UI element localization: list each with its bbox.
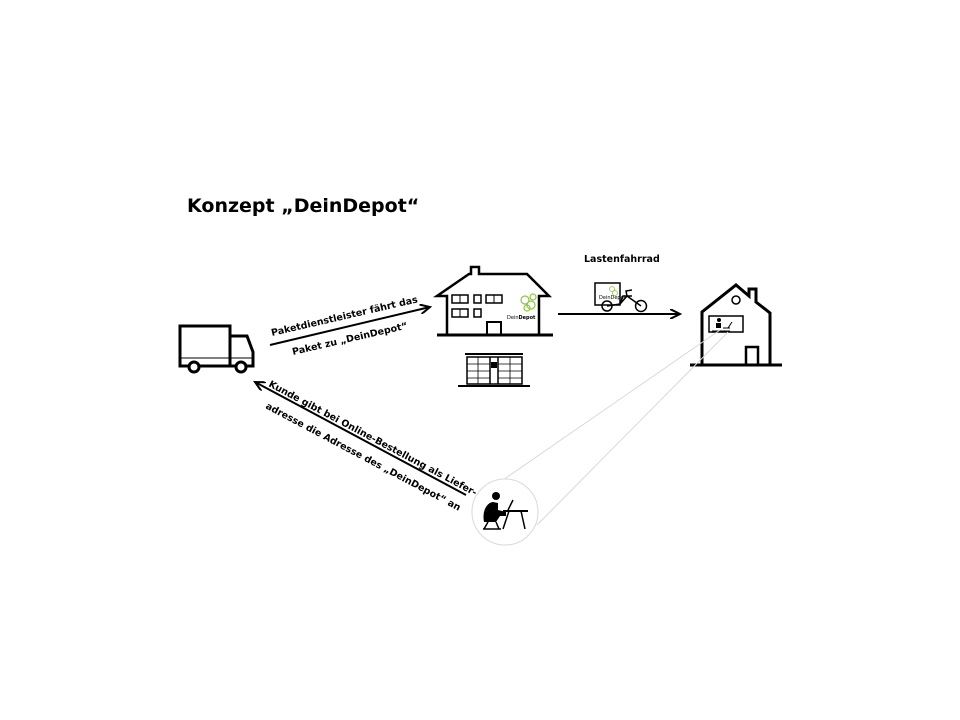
depot-building-icon	[432, 265, 553, 337]
bike-leaf-icon	[609, 286, 618, 296]
logo-prefix: Dein	[507, 315, 518, 321]
zoom-line-top	[502, 329, 721, 481]
bike-logo: DeinDepot	[599, 295, 626, 301]
cargo-bike-label: Lastenfahrrad	[584, 254, 660, 265]
customer-to-truck-label-1: Kunde gibt bei Online-Bestellung als Lie…	[267, 379, 479, 499]
customer-to-truck-label-2: adresse die Adresse des „DeinDepot“ an	[264, 401, 463, 514]
arrow-customer-to-truck	[255, 382, 467, 496]
customer-at-desk-icon	[471, 478, 539, 546]
delivery-truck-icon	[178, 324, 255, 374]
parcel-locker-icon	[458, 353, 530, 387]
page-title: Konzept „DeinDepot“	[187, 195, 419, 217]
leaf-logo-icon	[520, 293, 537, 312]
customer-house-icon	[690, 283, 782, 367]
cargo-bike-icon: DeinDepot	[594, 282, 648, 313]
logo-bold: Depot	[518, 315, 536, 321]
arrow-truck-to-depot	[269, 307, 430, 346]
deindepot-logo: DeinDepot	[507, 293, 537, 321]
zoom-line-bottom	[536, 331, 729, 526]
svg-text:DeinDepot: DeinDepot	[507, 315, 536, 321]
person-at-desk-small-icon	[712, 318, 733, 332]
